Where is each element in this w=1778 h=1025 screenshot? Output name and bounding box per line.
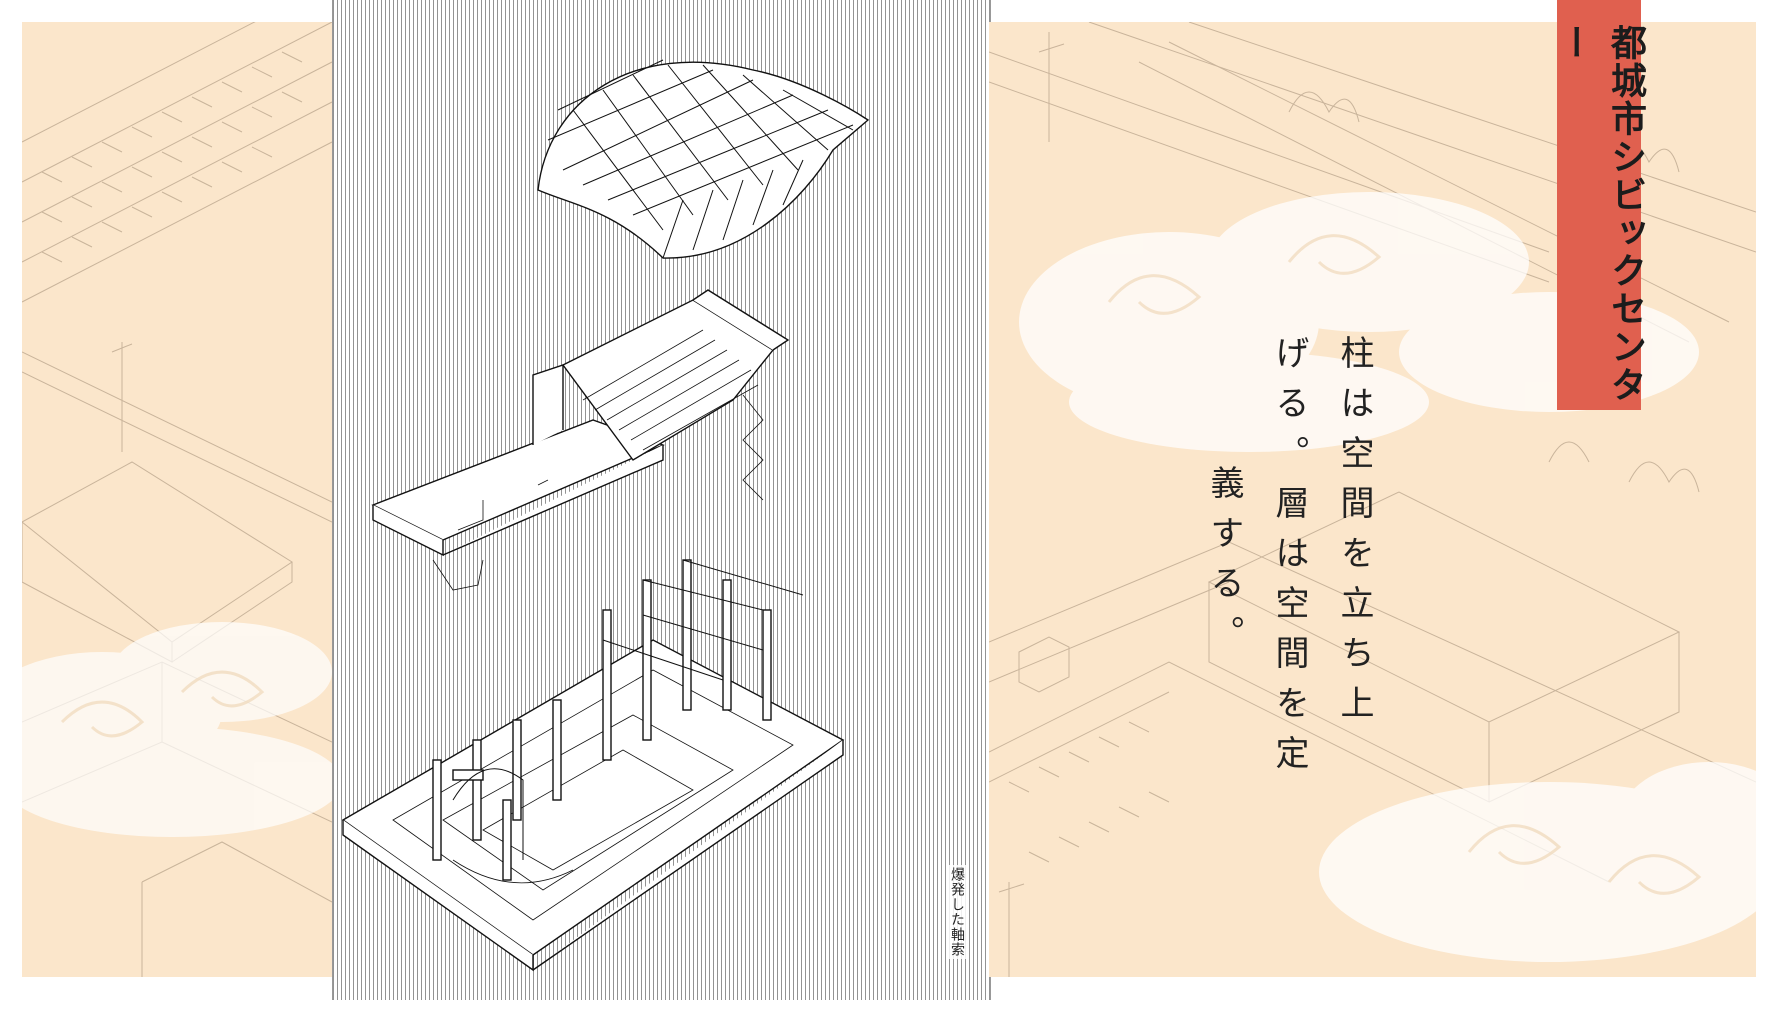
exploded-axonometric-drawing <box>341 59 870 972</box>
auditorium-floor <box>371 289 790 557</box>
poem-column-3: 義する。 <box>1204 465 1244 665</box>
axonometric-panel <box>332 0 991 1000</box>
left-background-panel <box>22 22 332 977</box>
ground-floor-plate <box>341 639 845 972</box>
poem-column-2: げる。層は空間を定 <box>1269 335 1309 785</box>
drawing-caption: 爆発した軸索 <box>946 865 968 959</box>
page-title: 都城市シビックセンター <box>1553 24 1646 404</box>
poem-column-1: 柱は空間を立ち上 <box>1334 335 1374 735</box>
columns <box>432 559 772 881</box>
roof-structure <box>537 61 870 259</box>
left-site-drawing <box>22 22 332 977</box>
title-banner: 都城市シビックセンター <box>1553 0 1646 410</box>
